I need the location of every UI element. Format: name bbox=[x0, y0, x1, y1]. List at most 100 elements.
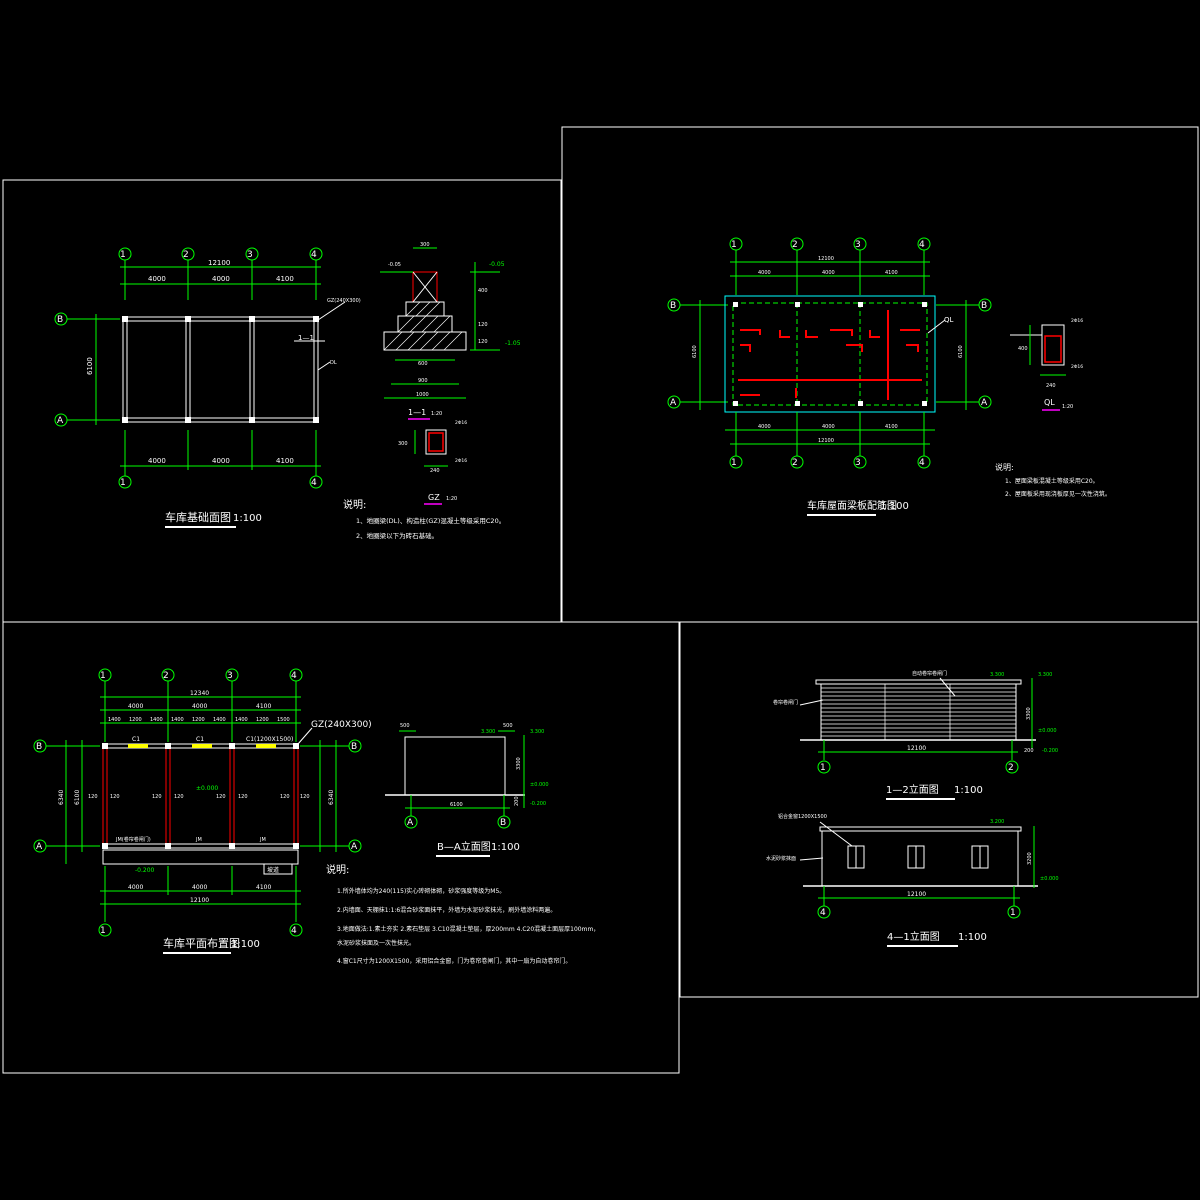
foundation-axis-top bbox=[118, 247, 323, 300]
roof-overall-dim: 12100 bbox=[818, 256, 834, 262]
roof-depth-dim-right: 6100 bbox=[958, 345, 964, 358]
e12-dim-200: 200 bbox=[1024, 748, 1034, 754]
plan-sub-spans: 1400 1200 1400 1400 1200 1400 1400 1200 … bbox=[108, 717, 290, 723]
plan-axis-side bbox=[33, 739, 362, 864]
roof-notes-title: 说明: bbox=[995, 462, 1014, 472]
ba-axis-b: B bbox=[500, 818, 506, 828]
section-dim-1000: 1000 bbox=[416, 392, 429, 398]
plan-axis-label-1: 1 bbox=[100, 671, 106, 681]
e12-axis-2: 2 bbox=[1008, 763, 1014, 773]
foundation-axis-label-3: 3 bbox=[247, 250, 253, 260]
roof-axis-top bbox=[729, 237, 931, 295]
roof-ql-callout: QL bbox=[944, 316, 954, 324]
ba-dim-200: 200 bbox=[514, 796, 520, 806]
roof-bottom-axis-3: 3 bbox=[855, 458, 861, 468]
plan-span-top-1: 4000 bbox=[128, 703, 143, 710]
roof-slab-outline bbox=[724, 295, 936, 413]
elevation-4-1: 12100 4 1 3200 3.200 ±0.000 铝合金窗1200X150… bbox=[766, 813, 1059, 947]
gz-dim-240: 240 bbox=[430, 468, 440, 474]
e41-level-top: 3.200 bbox=[990, 819, 1004, 825]
frame-foundation bbox=[2, 179, 562, 623]
roof-axis-label-a-right: A bbox=[981, 398, 988, 408]
foundation-axis-label-a: A bbox=[57, 416, 64, 426]
e12-height: 3300 bbox=[1026, 707, 1032, 720]
ql-rebar-top: 2Φ16 bbox=[1071, 318, 1083, 324]
frame-elevations bbox=[679, 621, 1199, 998]
foundation-gz-detail: 240 300 2Φ16 2Φ16 GZ 1:20 bbox=[398, 420, 467, 505]
section-dim-600: 600 bbox=[418, 361, 428, 367]
roof-bottom-axis-2: 2 bbox=[792, 458, 798, 468]
foundation-span-3: 4100 bbox=[276, 275, 294, 283]
plan-door-label-1: JM(卷帘卷闸门) bbox=[115, 836, 151, 843]
plan-wall-dim: 120 bbox=[300, 794, 310, 800]
plan-sub-span: 1400 bbox=[150, 717, 163, 723]
ba-scale: 1:100 bbox=[491, 842, 520, 853]
plan-axis-label-4: 4 bbox=[291, 671, 297, 681]
roof-bottom-overall: 12100 bbox=[818, 438, 834, 444]
plan-window-label-3: C1(1200X1500) bbox=[246, 736, 293, 743]
plan-gz-callout: GZ(240X300) bbox=[311, 720, 372, 730]
plan-bottom-span-1: 4000 bbox=[128, 884, 143, 891]
e12-label-door: 卷帘卷闸门 bbox=[773, 699, 798, 706]
ba-level-minus: -0.200 bbox=[530, 801, 546, 807]
foundation-bottom-axis-4: 4 bbox=[311, 478, 317, 488]
roof-bottom-span-1: 4000 bbox=[758, 424, 771, 430]
plan-bottom-axis-4: 4 bbox=[291, 926, 297, 936]
elevation-1-2: 12100 1 2 3300 3.300 3.300 ±0.000 -0.200… bbox=[773, 670, 1058, 800]
ba-dim-500-left: 500 bbox=[400, 723, 410, 729]
e12-level-zero: ±0.000 bbox=[1038, 728, 1057, 734]
ba-level-top-1: 3.300 bbox=[481, 729, 495, 735]
foundation-span-2: 4000 bbox=[212, 275, 230, 283]
plan-scale: 1:100 bbox=[231, 939, 260, 950]
rolling-door-slats bbox=[821, 684, 1016, 740]
roof-axis-side bbox=[667, 298, 992, 410]
foundation-bottom-span-2: 4000 bbox=[212, 457, 230, 465]
foundation-gz-callout: GZ(240X300) bbox=[327, 298, 361, 304]
plan-notes-title: 说明: bbox=[326, 863, 349, 876]
roof-axis-label-a-left: A bbox=[670, 398, 677, 408]
plan-note-1: 1.所外墙体均为240(115)实心砖砌体砌，砂浆强度等级为M5。 bbox=[337, 887, 505, 895]
roof-span-1: 4000 bbox=[758, 270, 771, 276]
plan-wall-dim: 120 bbox=[238, 794, 248, 800]
section-dim-120a: 120 bbox=[478, 322, 488, 328]
foundation-walls bbox=[122, 316, 319, 423]
plan-window-label-1: C1 bbox=[132, 736, 140, 743]
plan-long-walls bbox=[102, 743, 299, 865]
section-level-top-left: -0.05 bbox=[388, 262, 401, 268]
e41-height: 3200 bbox=[1027, 852, 1033, 865]
gz-label: GZ bbox=[428, 493, 440, 502]
e41-label-window: 铝合金窗1200X1500 bbox=[778, 813, 827, 820]
section-dim-120b: 120 bbox=[478, 339, 488, 345]
e12-width: 12100 bbox=[907, 745, 926, 752]
section-level-bottom: -1.05 bbox=[505, 340, 521, 347]
plan-depth-right: 6340 bbox=[328, 790, 335, 805]
plan-axis-label-2: 2 bbox=[163, 671, 169, 681]
foundation-axis-label-b: B bbox=[57, 315, 63, 325]
foundation-depth-dim: 6100 bbox=[86, 357, 94, 375]
gz-scale: 1:20 bbox=[446, 496, 457, 502]
e41-windows bbox=[847, 845, 989, 869]
plan-sub-span: 1200 bbox=[256, 717, 269, 723]
ba-level-zero: ±0.000 bbox=[530, 782, 549, 788]
roof-plan: 1 2 3 4 12100 4000 4000 4100 B A B A 610… bbox=[667, 237, 1111, 516]
section-dim-900: 900 bbox=[418, 378, 428, 384]
section-1-1-scale: 1:20 bbox=[431, 411, 442, 417]
roof-axis-label-1: 1 bbox=[731, 240, 737, 250]
plan-sub-span: 1400 bbox=[235, 717, 248, 723]
e12-level-minus: -0.200 bbox=[1042, 748, 1058, 754]
plan-axis-label-a-left: A bbox=[36, 842, 43, 852]
gz-rebar-top: 2Φ16 bbox=[455, 420, 467, 426]
roof-axis-label-4: 4 bbox=[919, 240, 925, 250]
e41-axis-4: 4 bbox=[820, 908, 826, 918]
e41-width: 12100 bbox=[907, 891, 926, 898]
foundation-bottom-axis-1: 1 bbox=[120, 478, 126, 488]
foundation-bottom-dims bbox=[118, 430, 323, 489]
plan-columns bbox=[102, 743, 299, 849]
foundation-axis-label-1: 1 bbox=[120, 250, 126, 260]
plan-note-3: 3.地面做法:1.素土夯实 2.素石垫层 3.C10混凝土垫层，厚200mm 4… bbox=[337, 925, 599, 933]
foundation-title: 车库基础面图 bbox=[165, 510, 231, 524]
roof-axis-label-3: 3 bbox=[855, 240, 861, 250]
foundation-note-2: 2、地圈梁以下为砖石基础。 bbox=[356, 531, 438, 540]
e12-label-auto-door: 自动卷帘卷闸门 bbox=[912, 670, 947, 677]
